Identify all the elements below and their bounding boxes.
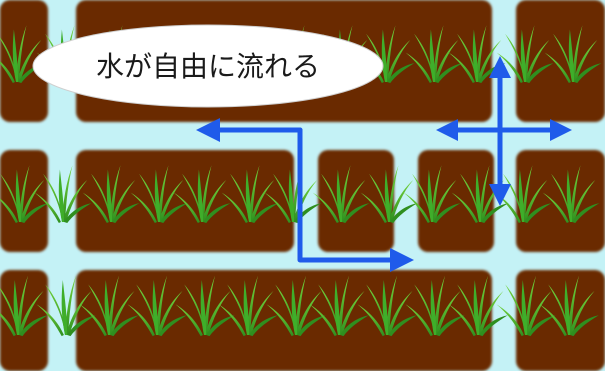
soil-plot (516, 0, 605, 122)
water-flow-arrows (196, 56, 572, 272)
arrow-right-icon (390, 248, 414, 272)
soil-plot (0, 0, 48, 122)
arrow-right-icon (550, 119, 572, 141)
soil-plot (418, 150, 494, 252)
callout-text: 水が自由に流れる (96, 50, 320, 83)
arrow-up-icon (489, 56, 511, 78)
soil-plot (0, 150, 48, 252)
callout-bubble: 水が自由に流れる (32, 24, 384, 108)
water-flow-path (297, 127, 398, 263)
soil-plot (516, 270, 605, 371)
soil-plot (516, 150, 605, 252)
arrow-down-icon (489, 184, 511, 206)
soil-plot (76, 150, 294, 252)
soil-plot (318, 150, 394, 252)
arrow-left-icon (436, 119, 458, 141)
arrow-left-icon (196, 118, 220, 142)
